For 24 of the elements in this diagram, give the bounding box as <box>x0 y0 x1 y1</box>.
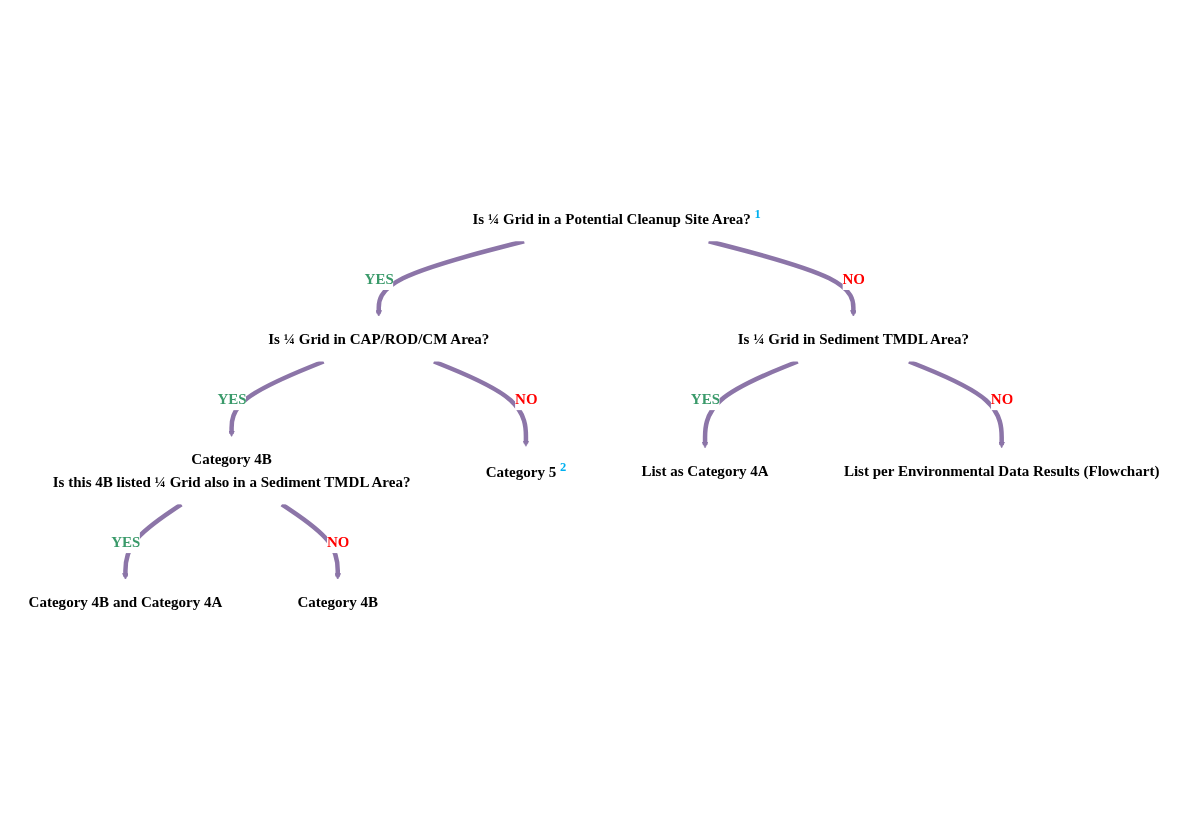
arrow <box>433 359 530 447</box>
edge-label: YES <box>690 390 721 408</box>
edge-label: YES <box>364 270 394 288</box>
node-text: Is ¼ Grid in a Potential Cleanup Site Area? $^{1}$ <box>472 206 761 227</box>
edge-label: NO <box>990 390 1014 408</box>
node-text: Category 4B and Category 4A <box>28 593 223 611</box>
arrow <box>908 359 1005 449</box>
node-text: Category 5 $^{2}$ <box>485 460 567 481</box>
node-text: List as Category 4A <box>641 462 769 479</box>
edge-label: YES <box>111 533 141 551</box>
node-text: List per Environmental Data Results (Flowchart) <box>843 462 1160 479</box>
arrow <box>228 359 325 437</box>
arrow <box>375 239 525 317</box>
edge-label: NO <box>842 270 866 288</box>
arrow <box>701 359 799 449</box>
node-text: Category 4B Is this 4B listed ¼ Grid also in a Sediment TMDL Area? <box>52 450 411 491</box>
edge-label: NO <box>326 533 350 551</box>
node-text: Is ¼ Grid in Sediment TMDL Area? <box>737 330 969 348</box>
edge-label: NO <box>515 390 538 408</box>
edge-label: YES <box>217 390 247 408</box>
arrow <box>280 502 342 580</box>
node-text: Category 4B <box>297 593 379 611</box>
node-text: Is ¼ Grid in CAP/ROD/CM Area? <box>268 330 490 348</box>
arrow <box>708 239 857 317</box>
